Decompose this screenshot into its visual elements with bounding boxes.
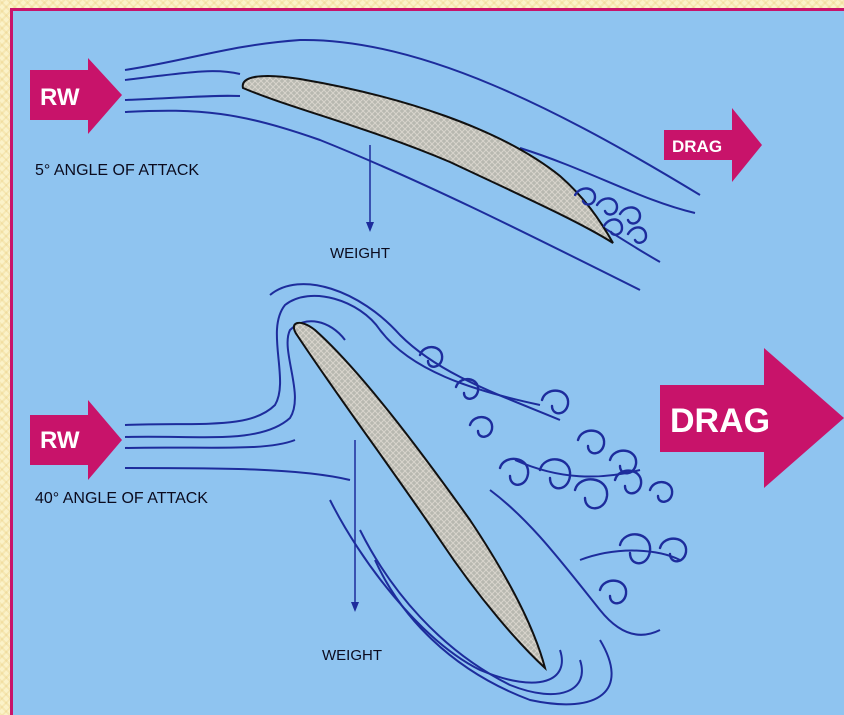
top-airfoil	[243, 76, 613, 243]
top-streamlines	[125, 40, 700, 290]
bottom-weight-label: WEIGHT	[322, 647, 382, 664]
bottom-angle-label: 40° ANGLE OF ATTACK	[35, 490, 208, 507]
top-diagram: RW WEIGHT 5° ANGLE OF ATTACK	[30, 40, 762, 290]
top-weight-arrowhead	[366, 222, 374, 232]
top-angle-label: 5° ANGLE OF ATTACK	[35, 162, 199, 179]
bottom-rw-label: RW	[40, 427, 80, 454]
bottom-drag-label: DRAG	[670, 402, 770, 440]
top-rw-label: RW	[40, 84, 80, 111]
bottom-weight-arrowhead	[351, 602, 359, 612]
bottom-streamlines	[125, 284, 680, 704]
top-drag-arrow: DRAG	[664, 108, 762, 182]
bottom-diagram: RW	[30, 284, 844, 704]
top-weight-label: WEIGHT	[330, 245, 390, 262]
bottom-drag-arrow: DRAG	[660, 348, 844, 488]
bottom-relative-wind-arrow: RW	[30, 400, 122, 480]
top-drag-label: DRAG	[672, 137, 722, 156]
top-relative-wind-arrow: RW	[30, 58, 122, 134]
